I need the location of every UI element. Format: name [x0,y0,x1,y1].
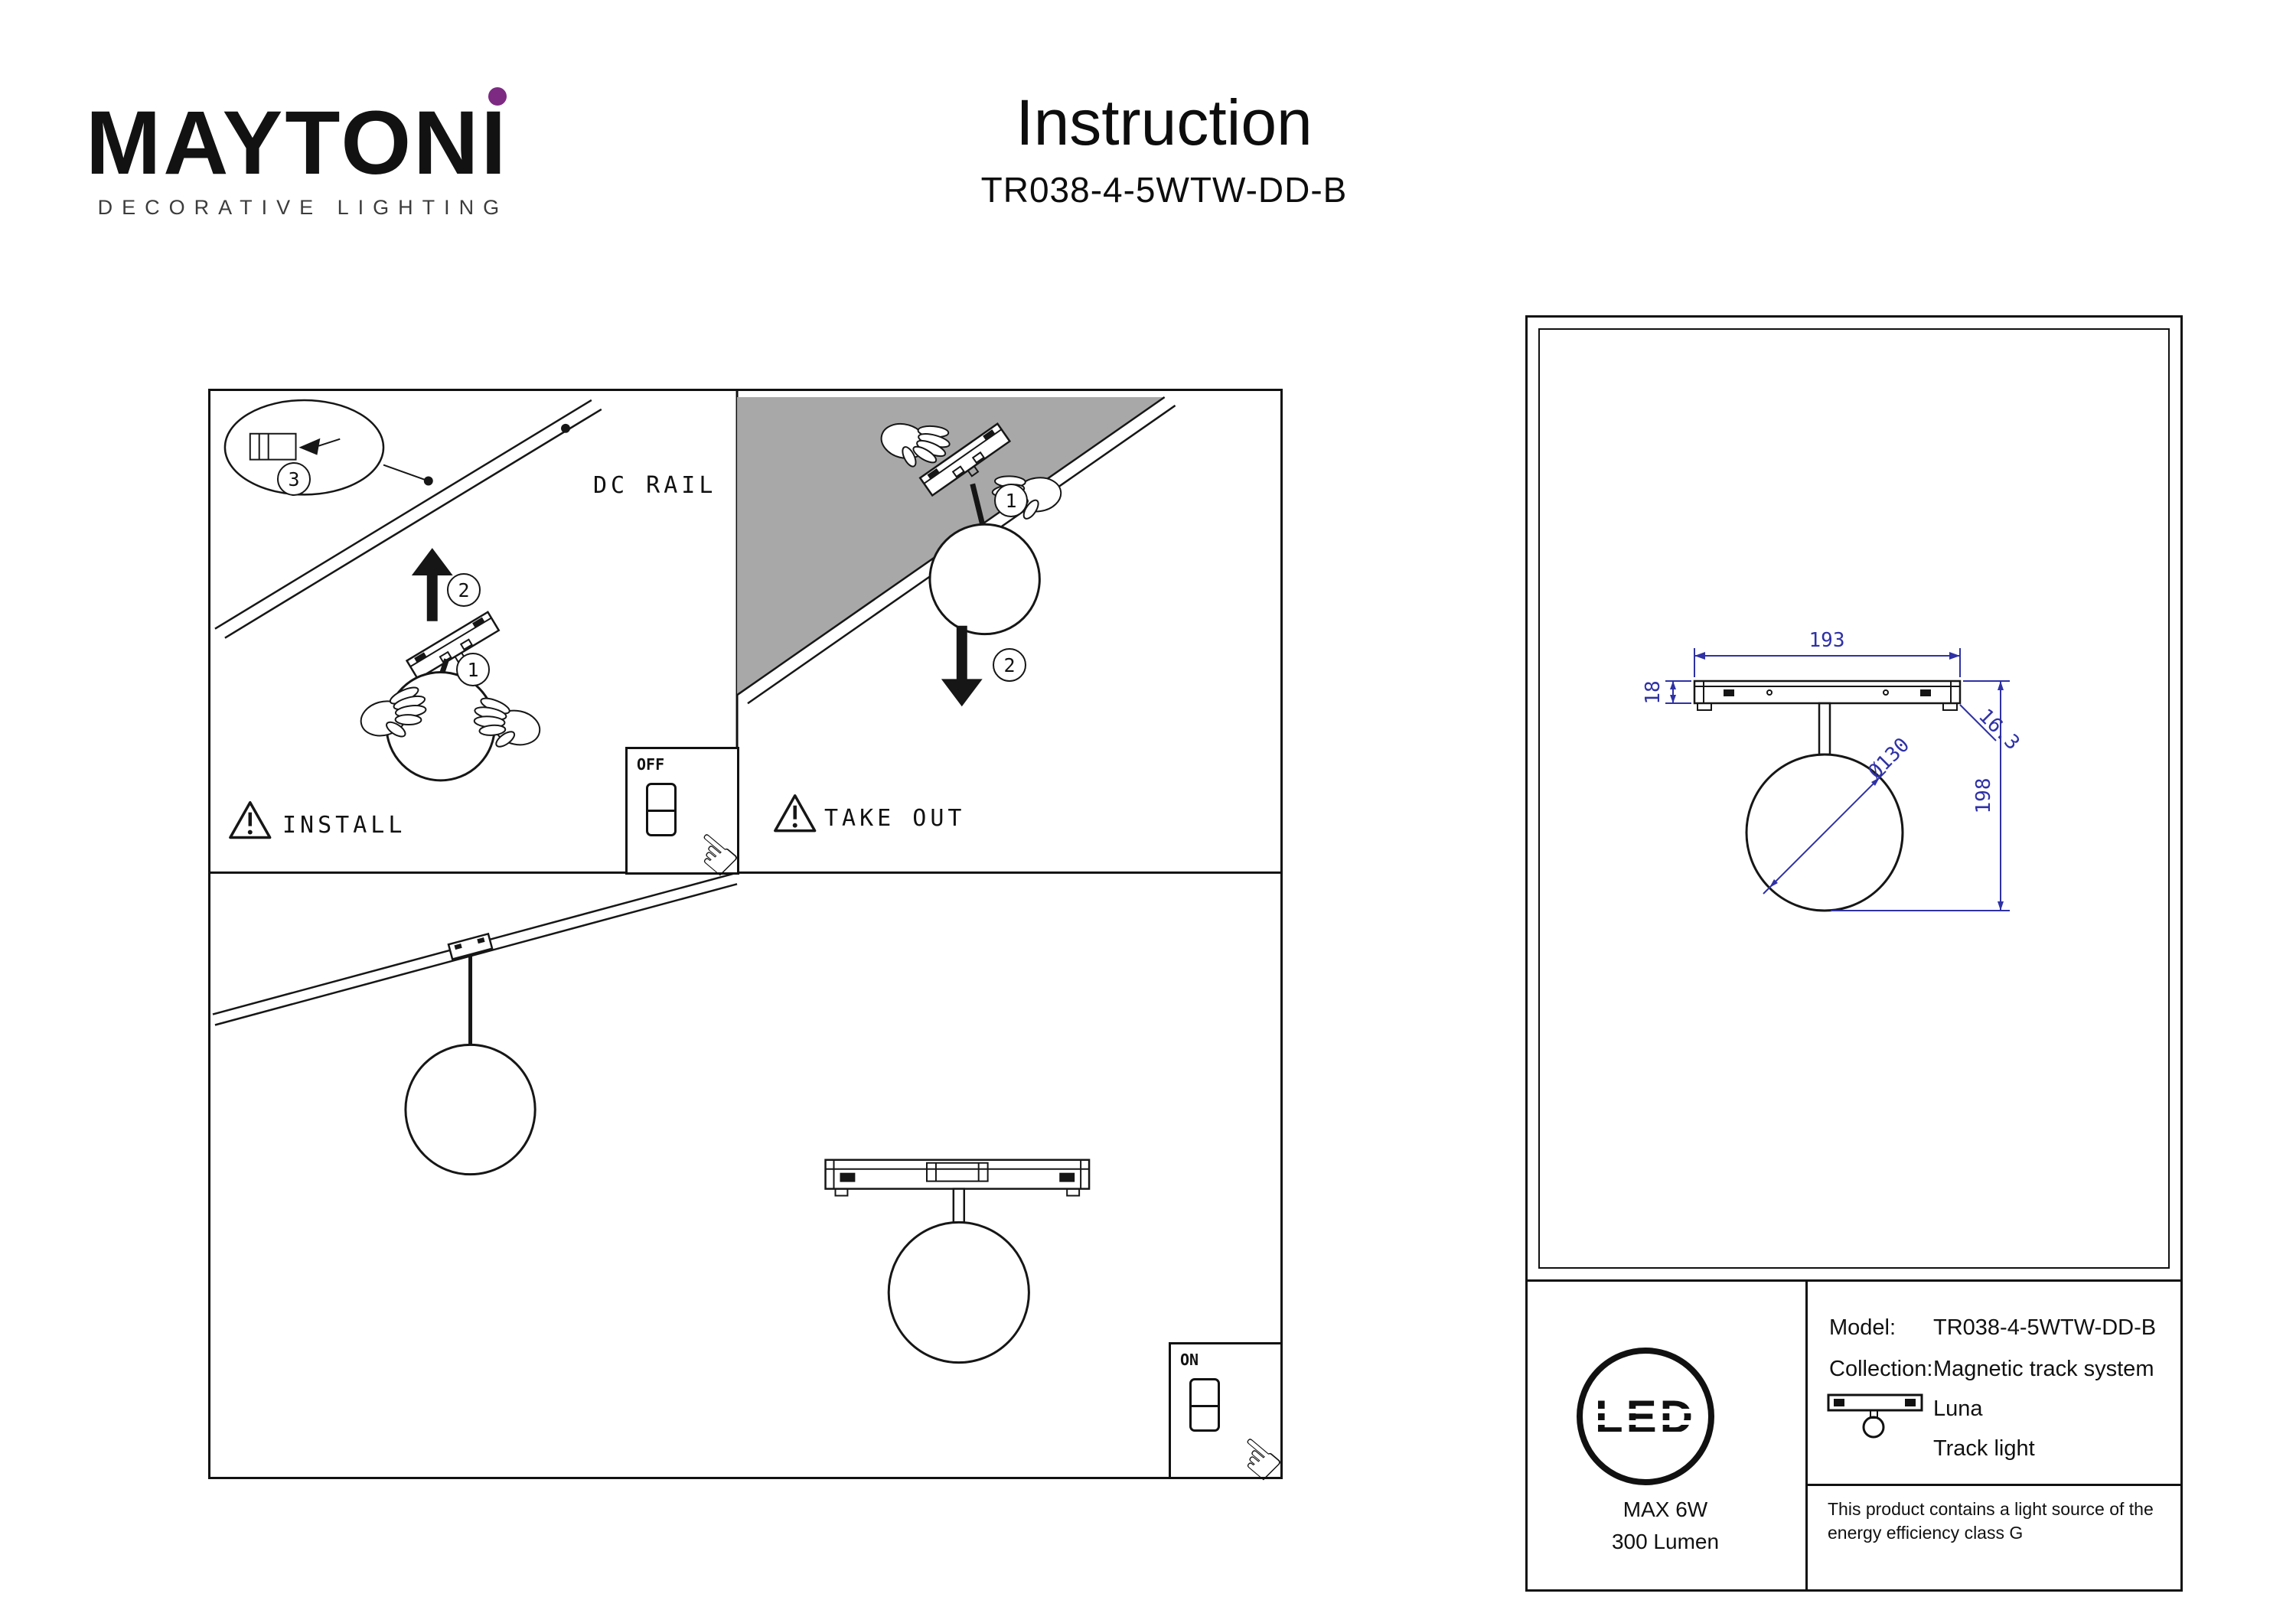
collection-label: Collection: [1829,1357,1933,1381]
up-arrow-icon [411,548,453,621]
led-spec-cell: LED MAX 6W 300 Lumen [1528,1282,1808,1589]
spec-panel: LED MAX 6W 300 Lumen Model: TR038-4-5WTW-… [1525,1279,2183,1592]
connector-callout [223,399,385,496]
model-number: TR038-4-5WTW-DD-B [980,170,1348,210]
rocker-switch-icon [646,783,677,836]
take-out-label: TAKE OUT [824,805,966,832]
install-label: INSTALL [282,812,406,839]
switch-on-label: ON [1180,1351,1199,1369]
rail-contact-dot [561,423,570,433]
dimensions-frame: 193 18 16.3 Ø130 [1538,328,2170,1269]
step-2-badge: 2 [447,573,481,607]
brand-logo: MAYTONI DECORATIVE LIGHTING [86,87,509,220]
product-info-cell: Model: TR038-4-5WTW-DD-B Collection:Magne… [1808,1282,2180,1589]
dc-rail-line [214,399,592,630]
dimension-annotations: 193 18 16.3 Ø130 [1642,629,2024,911]
dim-track-length: 193 [1809,629,1845,652]
dimension-drawing: 193 18 16.3 Ø130 [1642,629,2024,912]
lamp-stem [439,658,449,674]
step-3-badge: 3 [277,462,311,496]
installation-diagram-panel: DC RAIL 3 2 1 1 2 INSTALL TAKE OUT OFF ☜… [208,389,1298,1499]
page-title: Instruction [1016,86,1313,158]
model-value: TR038-4-5WTW-DD-B [1933,1315,2157,1340]
step-1-badge: 1 [456,653,490,686]
step-2-badge: 2 [993,648,1026,682]
lamp-sphere [404,1043,536,1176]
collection-row: Collection:Magnetic track system [1829,1357,2154,1382]
dimensions-panel: 193 18 16.3 Ø130 [1525,315,2183,1282]
energy-note: This product contains a light source of … [1828,1499,2154,1543]
brand-name: MAYTONI [86,93,509,194]
install-diagram [214,399,602,838]
led-logo: LED [1577,1348,1714,1485]
lamp-stem [970,483,986,526]
dim-total-height: 198 [1972,778,1995,814]
detached-track-light [824,1159,1091,1364]
track-light-icon [1827,1393,1923,1439]
warning-icon [775,796,815,831]
installation-diagrams [210,391,1280,1364]
down-arrow-icon [941,625,983,707]
product-type: Track light [1933,1436,2035,1461]
model-row: Model: TR038-4-5WTW-DD-B [1829,1315,2156,1341]
max-power: MAX 6W [1623,1498,1708,1521]
installed-view-diagram [212,872,1091,1364]
dim-track-height: 18 [1642,680,1665,704]
luminous-flux: 300 Lumen [1611,1530,1720,1553]
pointing-hand-icon: ☜ [1219,1418,1299,1499]
take-out-diagram [736,396,1176,831]
product-outline [1693,680,1962,912]
title-block: Instruction TR038-4-5WTW-DD-B [781,86,1547,210]
power-on-step: ON ☜ [1169,1342,1298,1499]
lamp-sphere [385,670,496,782]
rocker-switch-icon [1189,1378,1220,1432]
dc-rail-label: DC RAIL [593,472,717,499]
callout-anchor-dot [423,476,433,486]
collection-name: Luna [1933,1396,1983,1421]
callout-leader [383,464,429,482]
brand-dot-icon [488,87,507,106]
dim-sphere-diameter: Ø130 [1864,734,1914,784]
switch-off-label: OFF [637,755,665,774]
collection-value: Magnetic track system [1933,1357,2154,1381]
warning-icon [230,803,270,838]
brand-tagline: DECORATIVE LIGHTING [97,196,509,219]
dim-bracket: 16.3 [1974,705,2024,754]
rail-connector [447,932,494,961]
divider [1808,1484,2180,1486]
power-off-step: OFF ☜ [625,747,755,895]
lamp-sphere [928,523,1041,636]
model-label: Model: [1829,1315,1896,1340]
step-1-badge: 1 [994,484,1028,517]
